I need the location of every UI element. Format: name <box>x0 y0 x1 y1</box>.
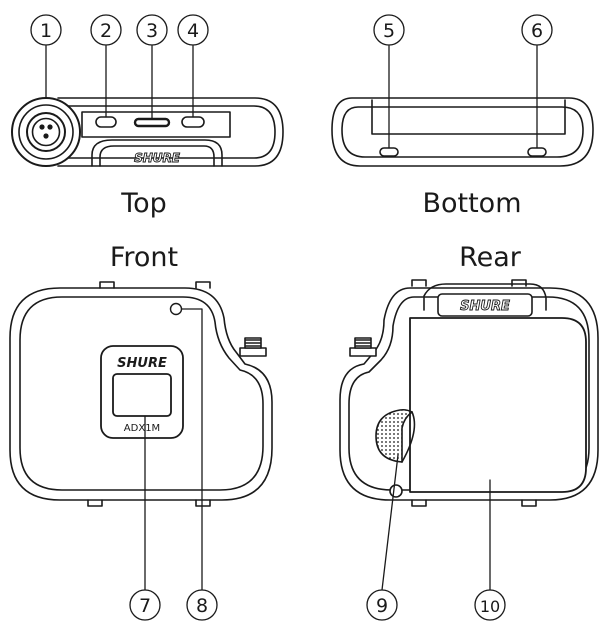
callout-6: 6 <box>531 20 543 42</box>
callout-8: 8 <box>196 595 208 617</box>
rear-view <box>339 279 599 507</box>
callout-circles <box>30 14 553 621</box>
rear-logo-plate <box>437 293 533 317</box>
front-view-brand-logo: SHURE <box>117 356 167 371</box>
rear-antenna-connector <box>349 337 377 357</box>
callout-1: 1 <box>40 20 52 42</box>
front-view <box>9 281 273 507</box>
display-module <box>100 345 184 439</box>
top-button-right <box>181 116 205 128</box>
callout-2: 2 <box>100 20 112 42</box>
rear-port <box>389 484 403 498</box>
top-view-brand-logo: SHURE <box>134 151 181 165</box>
top-button-panel <box>81 111 231 138</box>
front-view-body <box>9 287 273 501</box>
view-label-front: Front <box>110 242 178 273</box>
rear-view-brand-logo: SHURE <box>460 299 510 314</box>
bottom-view <box>331 97 594 167</box>
callout-5: 5 <box>383 20 395 42</box>
top-view-body <box>57 97 284 167</box>
battery-door <box>409 317 587 493</box>
top-led-slot <box>133 117 171 128</box>
bottom-view-body <box>331 97 594 167</box>
connector-jack-icon <box>11 97 81 167</box>
microphone-grille <box>375 408 413 463</box>
view-label-top: Top <box>120 188 167 219</box>
callout-3: 3 <box>146 20 158 42</box>
bottom-port-right <box>527 147 547 157</box>
callout-7: 7 <box>139 595 151 617</box>
bottom-port-left <box>379 147 399 157</box>
top-button-left <box>95 116 117 128</box>
antenna-connector <box>239 337 267 357</box>
model-label: ADX1M <box>124 423 160 434</box>
callout-4: 4 <box>187 20 199 42</box>
rear-view-body <box>339 287 599 501</box>
callout-9: 9 <box>376 595 388 617</box>
callout-10: 10 <box>480 597 500 616</box>
top-view <box>11 97 284 167</box>
display-screen <box>112 373 172 417</box>
callout-leaders <box>45 45 538 591</box>
view-label-rear: Rear <box>459 242 522 273</box>
led-indicator <box>169 302 183 316</box>
view-label-bottom: Bottom <box>422 188 521 219</box>
